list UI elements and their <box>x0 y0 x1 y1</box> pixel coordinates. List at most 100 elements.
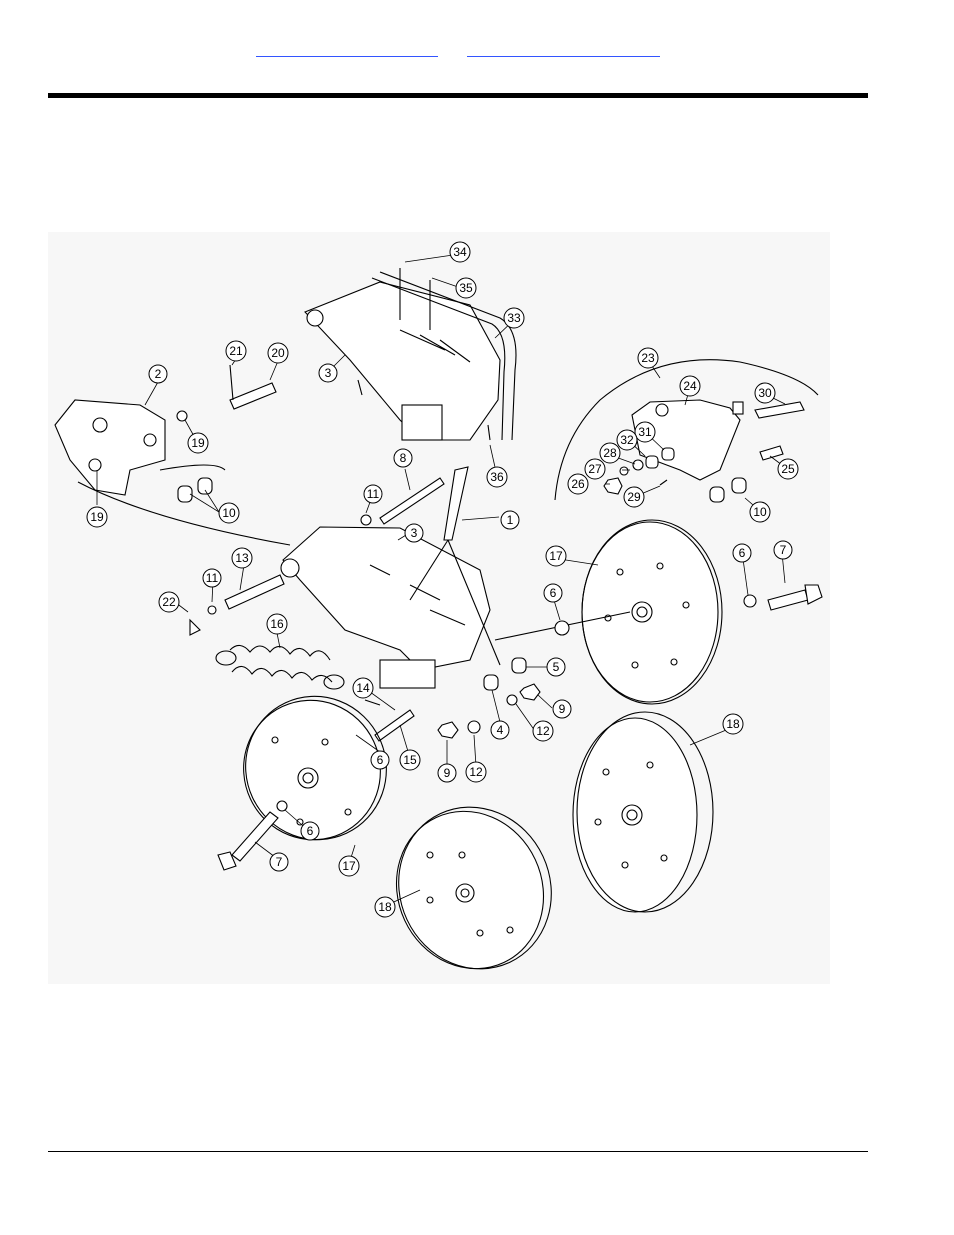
svg-text:32: 32 <box>620 433 634 447</box>
callout-33[interactable]: 33 <box>503 307 525 329</box>
callout-1[interactable]: 1 <box>500 510 520 530</box>
svg-text:8: 8 <box>400 451 407 465</box>
callout-10[interactable]: 10 <box>749 501 771 523</box>
svg-text:6: 6 <box>377 753 384 767</box>
callout-21[interactable]: 21 <box>225 340 247 362</box>
callout-6[interactable]: 6 <box>732 543 752 563</box>
callout-20[interactable]: 20 <box>267 342 289 364</box>
callout-8[interactable]: 8 <box>393 448 413 468</box>
svg-text:20: 20 <box>271 346 285 360</box>
callout-31[interactable]: 31 <box>634 421 656 443</box>
svg-text:25: 25 <box>781 462 795 476</box>
svg-text:24: 24 <box>683 379 697 393</box>
callout-12[interactable]: 12 <box>532 720 554 742</box>
svg-text:13: 13 <box>235 551 249 565</box>
svg-text:18: 18 <box>378 900 392 914</box>
callout-34[interactable]: 34 <box>449 241 471 263</box>
callout-26[interactable]: 26 <box>567 473 589 495</box>
svg-text:33: 33 <box>507 311 521 325</box>
callout-18[interactable]: 18 <box>374 896 396 918</box>
callout-5[interactable]: 5 <box>546 657 566 677</box>
svg-text:14: 14 <box>356 681 370 695</box>
svg-text:10: 10 <box>753 505 767 519</box>
callout-13[interactable]: 13 <box>231 547 253 569</box>
svg-text:18: 18 <box>726 717 740 731</box>
callout-14[interactable]: 14 <box>352 677 374 699</box>
callout-19[interactable]: 19 <box>187 432 209 454</box>
svg-text:12: 12 <box>469 765 483 779</box>
svg-text:22: 22 <box>162 595 176 609</box>
callout-29[interactable]: 29 <box>623 486 645 508</box>
callout-7[interactable]: 7 <box>269 852 289 872</box>
svg-text:36: 36 <box>490 470 504 484</box>
callout-11[interactable]: 11 <box>363 484 383 504</box>
top-rule <box>48 93 868 98</box>
svg-text:1: 1 <box>507 513 514 527</box>
svg-text:6: 6 <box>739 546 746 560</box>
callout-4[interactable]: 4 <box>490 720 510 740</box>
svg-text:27: 27 <box>588 462 602 476</box>
svg-text:35: 35 <box>459 281 473 295</box>
svg-text:16: 16 <box>270 617 284 631</box>
svg-text:7: 7 <box>276 855 283 869</box>
svg-text:30: 30 <box>758 386 772 400</box>
svg-text:23: 23 <box>641 351 655 365</box>
svg-text:5: 5 <box>553 660 560 674</box>
callout-11[interactable]: 11 <box>202 568 222 588</box>
svg-text:12: 12 <box>536 724 550 738</box>
callout-32[interactable]: 32 <box>616 429 638 451</box>
callout-2[interactable]: 2 <box>148 364 168 384</box>
callout-17[interactable]: 17 <box>338 855 360 877</box>
callout-3[interactable]: 3 <box>318 363 338 383</box>
svg-text:17: 17 <box>342 859 356 873</box>
svg-text:4: 4 <box>497 723 504 737</box>
svg-text:9: 9 <box>444 766 451 780</box>
callout-22[interactable]: 22 <box>158 591 180 613</box>
callout-28[interactable]: 28 <box>599 442 621 464</box>
callout-35[interactable]: 35 <box>455 277 477 299</box>
callout-7[interactable]: 7 <box>773 540 793 560</box>
svg-text:19: 19 <box>191 436 205 450</box>
svg-text:9: 9 <box>559 702 566 716</box>
callout-3[interactable]: 3 <box>404 523 424 543</box>
callout-6[interactable]: 6 <box>543 583 563 603</box>
callout-19[interactable]: 19 <box>86 506 108 528</box>
svg-text:2: 2 <box>155 367 162 381</box>
svg-text:28: 28 <box>603 446 617 460</box>
callout-36[interactable]: 36 <box>486 466 508 488</box>
svg-text:11: 11 <box>206 571 219 585</box>
callout-23[interactable]: 23 <box>637 347 659 369</box>
svg-text:29: 29 <box>627 490 641 504</box>
callout-15[interactable]: 15 <box>399 749 421 771</box>
svg-text:19: 19 <box>90 510 104 524</box>
callout-24[interactable]: 24 <box>679 375 701 397</box>
callout-9[interactable]: 9 <box>552 699 572 719</box>
callout-6[interactable]: 6 <box>300 821 320 841</box>
svg-text:11: 11 <box>367 487 380 501</box>
svg-text:15: 15 <box>403 753 417 767</box>
svg-text:6: 6 <box>307 824 314 838</box>
callout-16[interactable]: 16 <box>266 613 288 635</box>
callout-18[interactable]: 18 <box>722 713 744 735</box>
diagram-artwork <box>54 268 823 970</box>
svg-text:6: 6 <box>550 586 557 600</box>
svg-text:17: 17 <box>549 549 563 563</box>
callout-30[interactable]: 30 <box>754 382 776 404</box>
callout-17[interactable]: 17 <box>545 545 567 567</box>
svg-text:34: 34 <box>453 245 467 259</box>
svg-text:10: 10 <box>222 506 236 520</box>
svg-text:3: 3 <box>325 366 332 380</box>
header-link-1[interactable] <box>256 40 438 57</box>
callout-9[interactable]: 9 <box>437 763 457 783</box>
callout-12[interactable]: 12 <box>465 761 487 783</box>
callout-10[interactable]: 10 <box>218 502 240 524</box>
header-link-2[interactable] <box>467 40 660 57</box>
svg-text:31: 31 <box>638 425 652 439</box>
svg-text:21: 21 <box>229 344 243 358</box>
svg-text:7: 7 <box>780 543 787 557</box>
callout-25[interactable]: 25 <box>777 458 799 480</box>
svg-text:26: 26 <box>571 477 585 491</box>
callout-6[interactable]: 6 <box>370 750 390 770</box>
callout-27[interactable]: 27 <box>584 458 606 480</box>
